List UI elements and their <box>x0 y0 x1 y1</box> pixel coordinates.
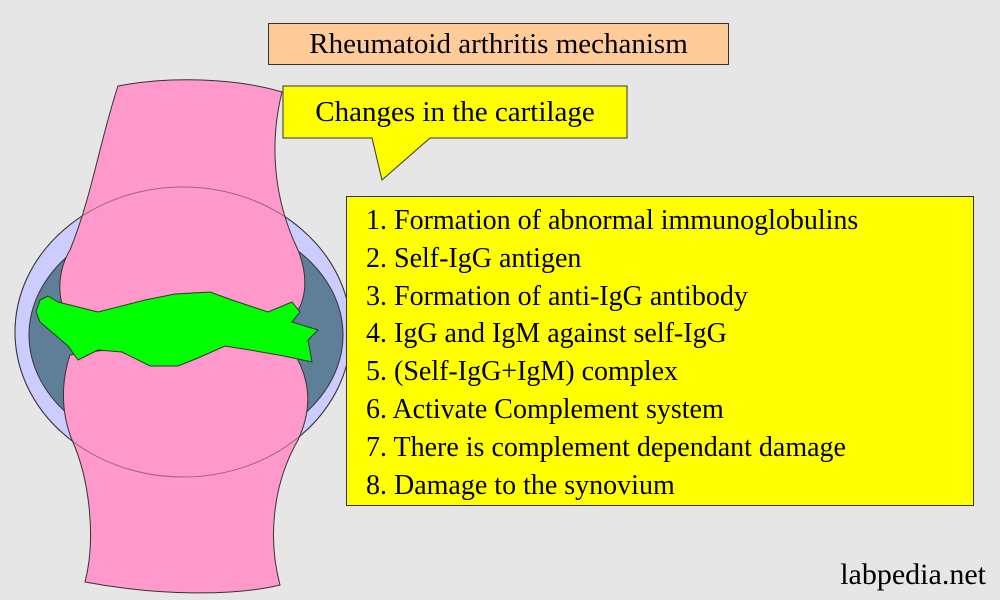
step-2: 2. Self-IgG antigen <box>366 242 582 274</box>
step-7: 7. There is complement dependant damage <box>366 431 846 463</box>
site-watermark: labpedia.net <box>840 558 986 591</box>
step-5: 5. (Self-IgG+IgM) complex <box>366 356 679 388</box>
step-3: 3. Formation of anti-IgG antibody <box>366 280 748 312</box>
mechanism-steps-list: 1. Formation of abnormal immunoglobulins… <box>366 202 973 504</box>
step-1: 1. Formation of abnormal immunoglobulins <box>366 205 859 236</box>
upper-bone <box>59 79 306 328</box>
lower-bone <box>63 344 309 594</box>
step-8: 8. Damage to the synovium <box>366 469 675 501</box>
step-6: 6. Activate Complement system <box>366 393 724 425</box>
cartilage-damaged <box>35 291 319 367</box>
callout-box <box>282 85 628 181</box>
callout-label: Changes in the cartilage <box>315 96 595 128</box>
mechanism-steps-panel: 1. Formation of abnormal immunoglobulins… <box>346 196 974 506</box>
step-4: 4. IgG and IgM against self-IgG <box>366 318 727 350</box>
diagram-title: Rheumatoid arthritis mechanism <box>268 23 729 65</box>
